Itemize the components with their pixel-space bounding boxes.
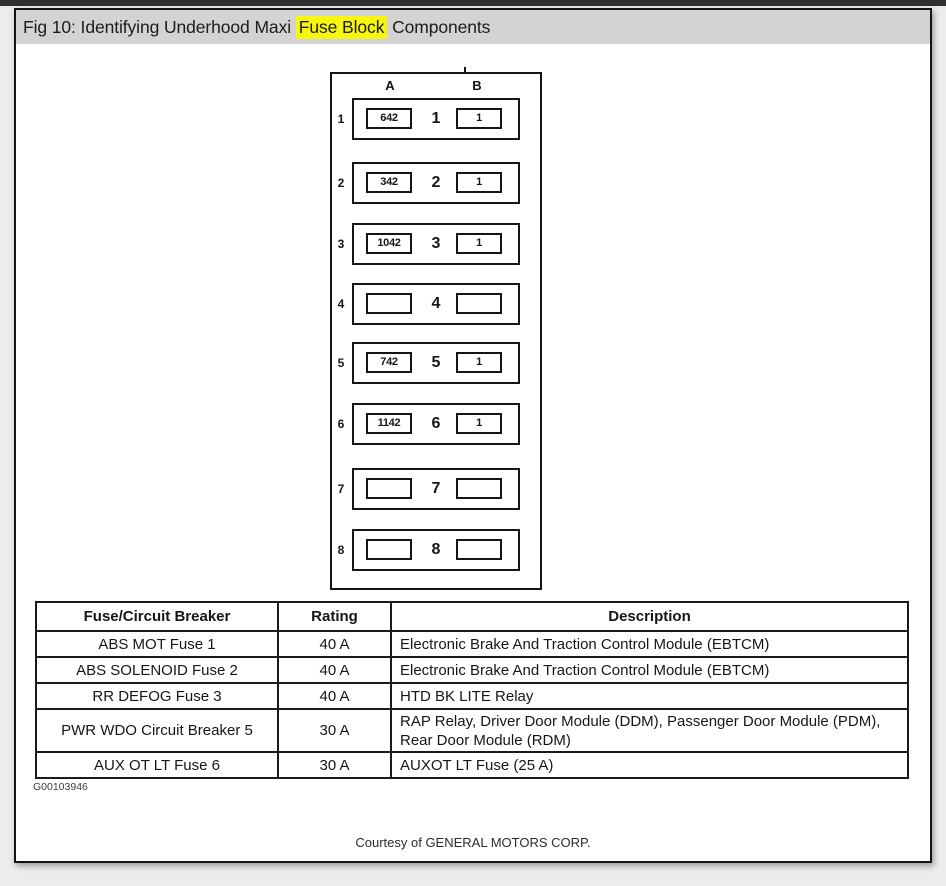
row-index: 3 (337, 237, 345, 251)
fuse-rating: 30 A (277, 751, 392, 779)
fuse-rating: 40 A (277, 656, 392, 684)
row-index: 1 (337, 112, 345, 126)
courtesy-note: Courtesy of GENERAL MOTORS CORP. (355, 835, 591, 850)
table-header-description: Description (390, 601, 909, 632)
table-row: PWR WDO Circuit Breaker 5 30 A RAP Relay… (35, 708, 909, 753)
fuse-rating: 30 A (277, 708, 392, 753)
figure-title-bar: Fig 10: Identifying Underhood Maxi Fuse … (16, 10, 930, 44)
fuse-cavity-band: 8 (352, 529, 520, 571)
diagram-top-tick (464, 67, 466, 74)
fuse-slot-b: 1 (456, 172, 502, 193)
table-header-rating: Rating (277, 601, 392, 632)
fuse-name: RR DEFOG Fuse 3 (35, 682, 279, 710)
fuse-description: RAP Relay, Driver Door Module (DDM), Pas… (390, 708, 909, 753)
fuse-slot-a: 1042 (366, 233, 412, 254)
table-header-row: Fuse/Circuit Breaker Rating Description (35, 601, 909, 632)
row-number: 8 (431, 541, 441, 558)
fuse-cavity-band: 342 2 1 (352, 162, 520, 204)
row-number: 2 (431, 174, 441, 191)
fuse-slot-b (456, 539, 502, 560)
table-header-fuse: Fuse/Circuit Breaker (35, 601, 279, 632)
row-index: 7 (337, 482, 345, 496)
fuse-slot-a: 642 (366, 108, 412, 129)
row-index: 5 (337, 356, 345, 370)
fuse-description: AUXOT LT Fuse (25 A) (390, 751, 909, 779)
fuse-slot-b (456, 293, 502, 314)
figure-id: G00103946 (33, 781, 88, 793)
row-index: 2 (337, 176, 345, 190)
fuse-slot-a: 342 (366, 172, 412, 193)
fuse-slot-b: 1 (456, 352, 502, 373)
fuse-cavity-band: 7 (352, 468, 520, 510)
fuse-name: ABS MOT Fuse 1 (35, 630, 279, 658)
fuse-block-diagram: A B 1 642 1 1 2 342 2 1 3 1042 3 1 (330, 67, 542, 590)
fuse-row-3: 3 1042 3 1 (332, 223, 540, 265)
fuse-slot-b: 1 (456, 233, 502, 254)
window-top-edge-bar (0, 0, 946, 6)
fuse-cavity-band: 4 (352, 283, 520, 325)
fuse-slot-a (366, 539, 412, 560)
row-index: 4 (337, 297, 345, 311)
table-row: AUX OT LT Fuse 6 30 A AUXOT LT Fuse (25 … (35, 751, 909, 779)
fuse-description: HTD BK LITE Relay (390, 682, 909, 710)
fuse-name: PWR WDO Circuit Breaker 5 (35, 708, 279, 753)
fuse-row-2: 2 342 2 1 (332, 162, 540, 204)
fuse-rating: 40 A (277, 682, 392, 710)
row-number: 5 (431, 354, 441, 371)
figure-panel: Fig 10: Identifying Underhood Maxi Fuse … (14, 8, 932, 863)
row-number: 6 (431, 415, 441, 432)
fuse-slot-a: 1142 (366, 413, 412, 434)
fuse-slot-a: 742 (366, 352, 412, 373)
fuse-row-1: 1 642 1 1 (332, 98, 540, 140)
fuse-name: ABS SOLENOID Fuse 2 (35, 656, 279, 684)
fuse-description: Electronic Brake And Traction Control Mo… (390, 656, 909, 684)
row-index: 8 (337, 543, 345, 557)
fuse-cavity-band: 1042 3 1 (352, 223, 520, 265)
row-number: 7 (431, 480, 441, 497)
table-row: ABS SOLENOID Fuse 2 40 A Electronic Brak… (35, 656, 909, 684)
fuse-row-5: 5 742 5 1 (332, 342, 540, 384)
fuse-table: Fuse/Circuit Breaker Rating Description … (35, 601, 909, 779)
column-label-a: A (385, 78, 395, 93)
fuse-description: Electronic Brake And Traction Control Mo… (390, 630, 909, 658)
table-row: RR DEFOG Fuse 3 40 A HTD BK LITE Relay (35, 682, 909, 710)
row-number: 1 (431, 110, 441, 127)
fuse-slot-b: 1 (456, 108, 502, 129)
fuse-rating: 40 A (277, 630, 392, 658)
fuse-slot-a (366, 478, 412, 499)
row-number: 4 (431, 295, 441, 312)
fuse-cavity-band: 1142 6 1 (352, 403, 520, 445)
fuse-slot-b: 1 (456, 413, 502, 434)
fuse-row-6: 6 1142 6 1 (332, 403, 540, 445)
fuse-cavity-band: 642 1 1 (352, 98, 520, 140)
fuse-slot-b (456, 478, 502, 499)
fuse-name: AUX OT LT Fuse 6 (35, 751, 279, 779)
row-index: 6 (337, 417, 345, 431)
column-label-b: B (472, 78, 482, 93)
table-row: ABS MOT Fuse 1 40 A Electronic Brake And… (35, 630, 909, 658)
figure-title-prefix: Fig 10: Identifying Underhood Maxi (23, 17, 296, 37)
search-highlight: Fuse Block (295, 16, 388, 39)
fuse-row-8: 8 8 (332, 529, 540, 571)
fuse-row-4: 4 4 (332, 283, 540, 325)
row-number: 3 (431, 235, 441, 252)
fuse-cavity-band: 742 5 1 (352, 342, 520, 384)
fuse-slot-a (366, 293, 412, 314)
figure-title-suffix: Components (387, 17, 491, 37)
fuse-row-7: 7 7 (332, 468, 540, 510)
